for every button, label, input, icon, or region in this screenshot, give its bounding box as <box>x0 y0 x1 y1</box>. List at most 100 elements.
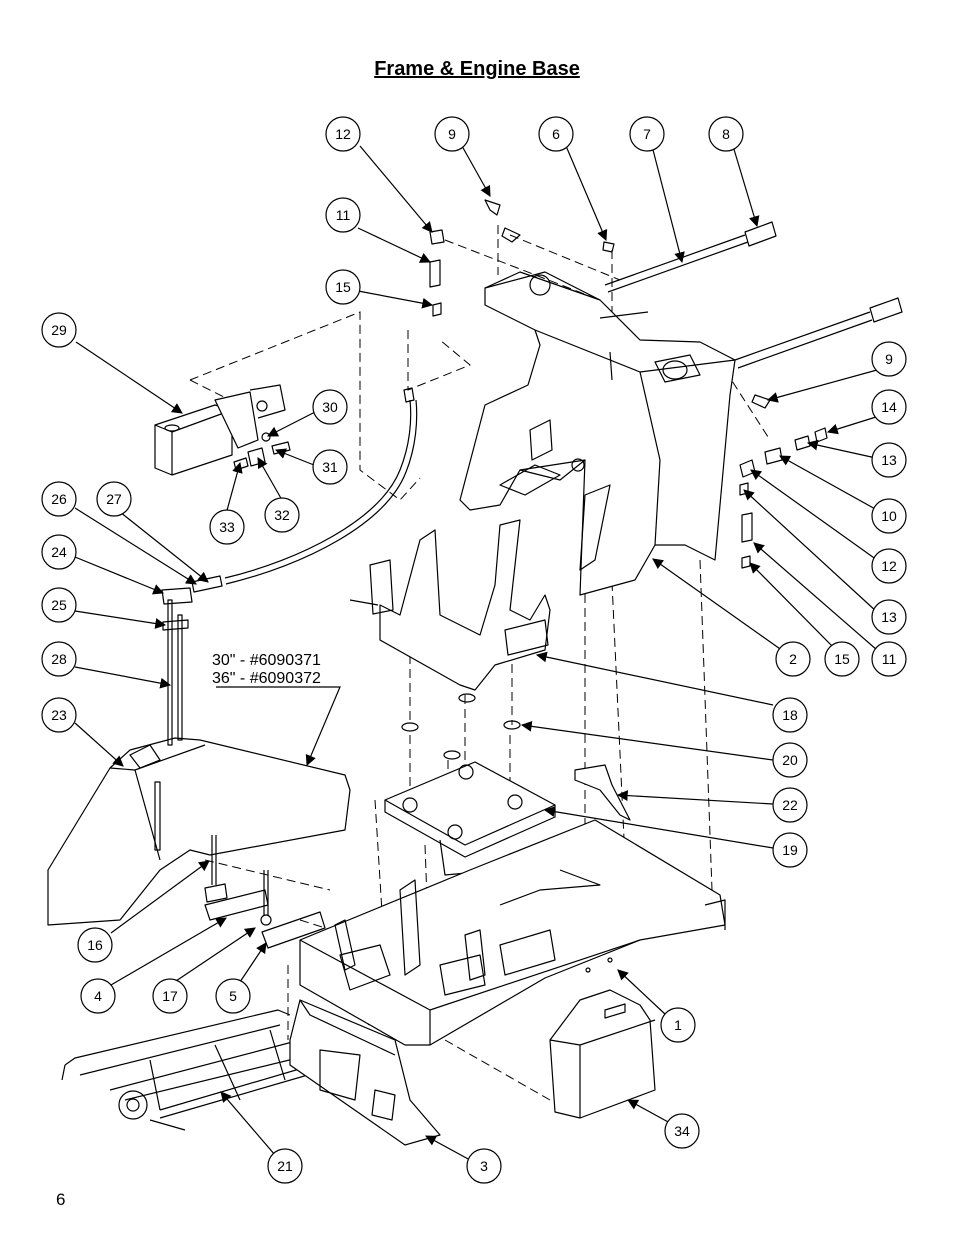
callout-circle <box>466 1148 502 1184</box>
callout-label: 32 <box>274 507 290 523</box>
callout-circle <box>41 312 77 348</box>
callout-circle <box>871 548 907 584</box>
callout-label: 28 <box>51 651 67 667</box>
callout-bubbles <box>41 116 907 1184</box>
callout-label: 29 <box>51 322 67 338</box>
callout-label: 8 <box>722 126 730 142</box>
callout-circle <box>267 1148 303 1184</box>
engine-bracket <box>349 519 551 691</box>
callout-circle <box>871 341 907 377</box>
callout-circle <box>41 587 77 623</box>
callout-label: 34 <box>674 1123 690 1139</box>
page-title: Frame & Engine Base <box>374 58 580 80</box>
size-note-line2: 36" - #6090372 <box>212 670 321 687</box>
callout-circle <box>96 481 132 517</box>
callout-circle <box>41 481 77 517</box>
callout-circle <box>871 599 907 635</box>
size-note-line1: 30" - #6090371 <box>212 652 321 669</box>
callout-circle <box>660 1007 696 1043</box>
callout-label: 23 <box>51 707 67 723</box>
callout-label: 9 <box>885 351 893 367</box>
callout-circle <box>434 116 470 152</box>
blade-guard <box>47 587 351 926</box>
callout-label: 11 <box>882 651 897 667</box>
callout-circle <box>80 978 116 1014</box>
small-fittings <box>429 199 828 569</box>
callout-label: 12 <box>881 558 897 574</box>
callout-label: 4 <box>94 988 102 1004</box>
callout-label: 13 <box>881 609 897 625</box>
callout-label: 18 <box>782 707 798 723</box>
callout-circle <box>708 116 744 152</box>
callout-circle <box>871 641 907 677</box>
callout-circle <box>871 442 907 478</box>
leader-lines <box>74 145 878 1161</box>
callout-circle <box>871 389 907 425</box>
callout-circle <box>824 641 860 677</box>
callout-label: 7 <box>643 126 651 142</box>
callout-circle <box>629 116 665 152</box>
callout-circle <box>772 787 808 823</box>
callout-circle <box>41 534 77 570</box>
parts-drawing <box>47 199 903 1146</box>
callout-label: 21 <box>277 1158 293 1174</box>
callout-label: 2 <box>789 651 797 667</box>
callout-circle <box>215 978 251 1014</box>
callout-label: 17 <box>162 988 178 1004</box>
callout-circle <box>772 742 808 778</box>
callout-label: 25 <box>51 597 67 613</box>
callout-circle <box>325 269 361 305</box>
callout-label: 9 <box>448 126 456 142</box>
isolators <box>401 693 521 760</box>
axle-assembly <box>61 1009 331 1131</box>
callout-label: 16 <box>87 937 103 953</box>
callout-label: 15 <box>834 651 850 667</box>
callout-circle <box>312 449 348 485</box>
callout-label: 14 <box>881 399 897 415</box>
hydraulic-hose <box>191 387 418 593</box>
callout-label: 24 <box>51 544 67 560</box>
callout-label: 1 <box>674 1017 682 1033</box>
callout-circle <box>538 116 574 152</box>
bracket <box>574 764 631 821</box>
callout-circle <box>772 832 808 868</box>
callout-label: 3 <box>480 1158 488 1174</box>
callout-circle <box>325 197 361 233</box>
callout-circle <box>312 389 348 425</box>
callout-circle <box>41 641 77 677</box>
callout-label: 11 <box>336 207 351 223</box>
callout-labels: 12 9 6 7 8 11 15 29 30 31 9 14 13 10 26 … <box>51 126 897 1174</box>
callout-label: 12 <box>335 126 351 142</box>
callout-circle <box>325 116 361 152</box>
callout-label: 6 <box>552 126 560 142</box>
callout-circle <box>209 509 245 545</box>
callout-circle <box>77 927 113 963</box>
callout-label: 22 <box>782 797 798 813</box>
mounting-rail <box>289 999 441 1146</box>
callout-circle <box>772 697 808 733</box>
callout-circle <box>152 978 188 1014</box>
callout-label: 26 <box>51 491 67 507</box>
callout-circle <box>871 498 907 534</box>
frame-housing <box>459 271 736 596</box>
callout-label: 27 <box>106 491 122 507</box>
callout-label: 10 <box>881 508 897 524</box>
hydraulic-pump <box>154 384 286 476</box>
callout-label: 15 <box>335 279 351 295</box>
size-note: 30" - #6090371 36" - #6090372 <box>212 652 321 687</box>
callout-label: 20 <box>782 752 798 768</box>
page-number: 6 <box>56 1190 66 1209</box>
callout-label: 30 <box>322 399 338 415</box>
callout-circle <box>664 1113 700 1149</box>
callout-circle <box>775 641 811 677</box>
callout-label: 33 <box>219 519 235 535</box>
callout-label: 31 <box>322 459 338 475</box>
callout-circle <box>264 497 300 533</box>
belt-guard <box>549 989 656 1119</box>
callout-label: 19 <box>782 842 798 858</box>
callout-label: 5 <box>229 988 237 1004</box>
callout-circle <box>41 697 77 733</box>
base-frame <box>299 819 726 1046</box>
callout-label: 13 <box>881 452 897 468</box>
